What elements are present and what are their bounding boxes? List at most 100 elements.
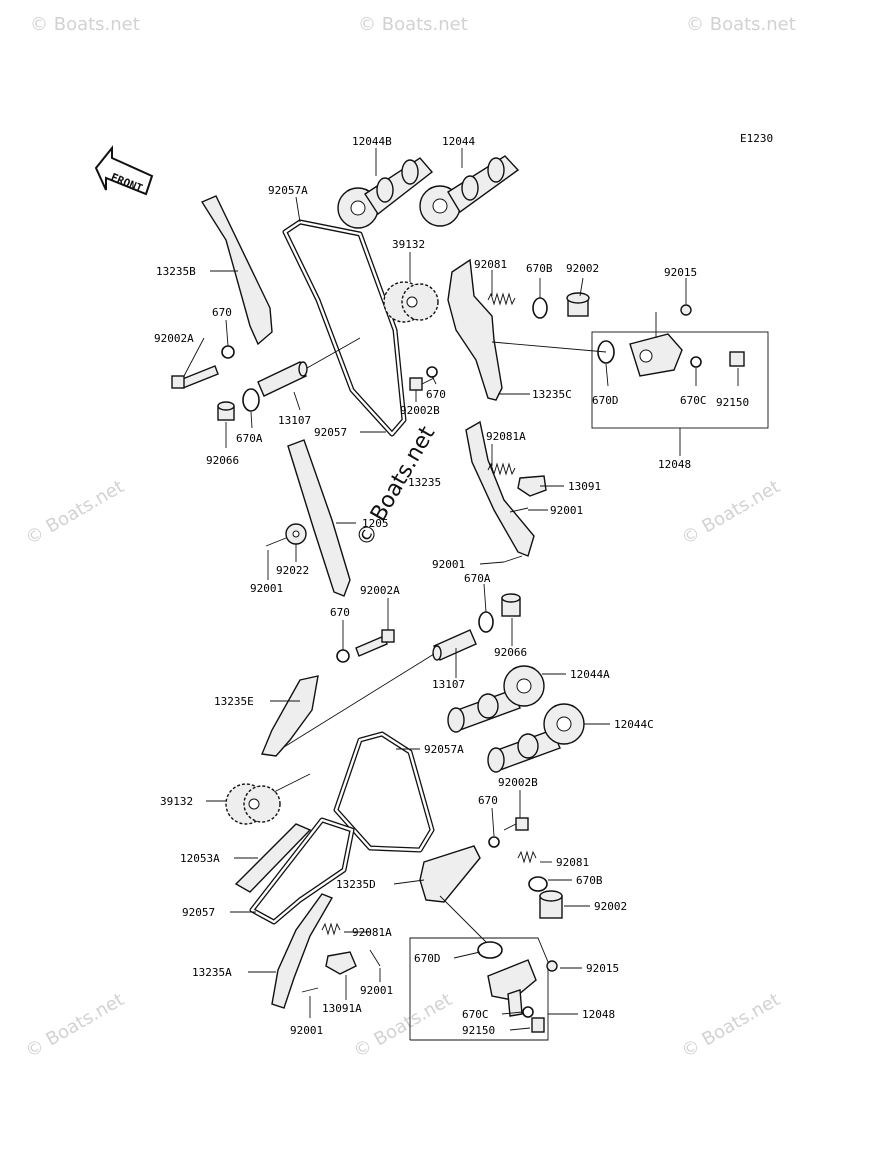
label-92081a: 92081A — [486, 430, 526, 443]
bolt-92002b — [409, 377, 435, 391]
cam-chain-92057a-bot — [333, 731, 435, 853]
label-92057a-bot: 92057A — [424, 743, 464, 756]
diagram-code: E1230 — [740, 132, 773, 145]
label-92002: 92002 — [566, 262, 599, 275]
chain-guide-12053a — [234, 823, 312, 893]
tensioner-lever-13235d — [419, 845, 481, 903]
bolt-92001-c — [503, 555, 523, 563]
chain-guide-12053 — [287, 439, 351, 597]
spring-92081-bot — [517, 850, 537, 864]
label-92002b: 92002B — [400, 404, 440, 417]
label-92002-bot: 92002 — [594, 900, 627, 913]
o-ring-670c-bot — [522, 1006, 534, 1018]
label-92015: 92015 — [664, 266, 697, 279]
bracket-13091a — [325, 951, 357, 975]
o-ring-670 — [221, 345, 235, 359]
bolt-92001-d — [369, 949, 381, 967]
label-13235a: 13235A — [192, 966, 232, 979]
label-13235b: 13235B — [156, 265, 196, 278]
chain-guide-13235e — [261, 675, 319, 757]
label-92081a-bot: 92081A — [352, 926, 392, 939]
watermark: © Boats.net — [678, 989, 784, 1062]
washer-92022 — [285, 523, 307, 545]
bolt-92001-a — [509, 507, 529, 513]
label-13091a: 13091A — [322, 1002, 362, 1015]
label-92002b-bot: 92002B — [498, 776, 538, 789]
label-670: 670 — [426, 388, 446, 401]
plug-92066 — [217, 401, 235, 421]
pin-13107 — [257, 337, 361, 397]
o-ring-670a-mid — [478, 611, 494, 633]
o-ring-670a — [242, 388, 260, 412]
camshaft-12044a — [447, 665, 545, 733]
label-92057-bot: 92057 — [182, 906, 215, 919]
plug-92066-mid — [501, 593, 521, 617]
label-12053a: 12053A — [180, 852, 220, 865]
bracket-13091 — [517, 475, 547, 497]
label-92002a: 92002A — [154, 332, 194, 345]
label-92057a: 92057A — [268, 184, 308, 197]
label-670a-mid: 670A — [464, 572, 491, 585]
bolt-92015-bot — [546, 960, 558, 972]
watermark: © Boats.net — [678, 476, 784, 549]
bolt-92002a-mid — [355, 629, 395, 657]
camshaft-12044b — [337, 157, 434, 229]
o-ring-670-bot — [488, 836, 500, 848]
label-670: 670 — [212, 306, 232, 319]
label-670d: 670D — [592, 394, 619, 407]
label-12044a: 12044A — [570, 668, 610, 681]
label-92001: 92001 — [432, 558, 465, 571]
front-arrow-icon: FRONT — [94, 145, 154, 195]
label-92022: 92022 — [276, 564, 309, 577]
label-12048-bot: 12048 — [582, 1008, 615, 1021]
label-670c-bot: 670C — [462, 1008, 489, 1021]
label-13107-mid: 13107 — [432, 678, 465, 691]
watermark: © Boats.net — [22, 989, 128, 1062]
part-labels: 12044B 12044 92057A 13235B 39132 92081 6… — [154, 135, 749, 1037]
label-670-mid: 670 — [330, 606, 350, 619]
leader-lines — [183, 148, 739, 1031]
watermark: © Boats.net — [22, 476, 128, 549]
label-670d-bot: 670D — [414, 952, 441, 965]
label-13091: 13091 — [568, 480, 601, 493]
label-92001-d: 92001 — [360, 984, 393, 997]
bolt-92002a — [171, 365, 219, 389]
label-92001: 92001 — [250, 582, 283, 595]
label-13235: 13235 — [408, 476, 441, 489]
label-92081: 92081 — [474, 258, 507, 271]
pin-13107-mid — [432, 629, 477, 661]
plug-92002-bot — [539, 890, 563, 919]
label-92001: 92001 — [550, 504, 583, 517]
label-670b: 670B — [526, 262, 553, 275]
cam-chain-92057-bot — [249, 817, 355, 925]
tensioner-assembly-box — [591, 331, 769, 429]
spring-92081a-bot — [321, 922, 341, 936]
label-670b-bot: 670B — [576, 874, 603, 887]
label-39132-bot: 39132 — [160, 795, 193, 808]
label-92081-bot: 92081 — [556, 856, 589, 869]
tensioner-lever-13235c — [447, 258, 503, 401]
plug-92002 — [566, 292, 590, 317]
tensioner-lever-13235 — [465, 420, 535, 557]
label-39132: 39132 — [392, 238, 425, 251]
bolt-92150 — [729, 351, 745, 367]
label-670c: 670C — [680, 394, 707, 407]
label-12048: 12048 — [658, 458, 691, 471]
label-12044b: 12044B — [352, 135, 392, 148]
label-13107: 13107 — [278, 414, 311, 427]
tensioner-12048 — [629, 312, 683, 377]
label-670-bot: 670 — [478, 794, 498, 807]
label-13235e: 13235E — [214, 695, 254, 708]
watermark: © Boats.net — [686, 14, 796, 35]
label-12044: 12044 — [442, 135, 475, 148]
tensioner-assembly-box-bot — [409, 937, 549, 1041]
label-1205: 1205 — [362, 517, 389, 530]
o-ring-670b — [532, 297, 548, 319]
o-ring-670d-bot — [477, 941, 503, 959]
o-ring-670d — [597, 340, 615, 364]
spring-92081a — [487, 462, 516, 476]
watermark: © Boats.net — [358, 14, 468, 35]
label-92002a-mid: 92002A — [360, 584, 400, 597]
